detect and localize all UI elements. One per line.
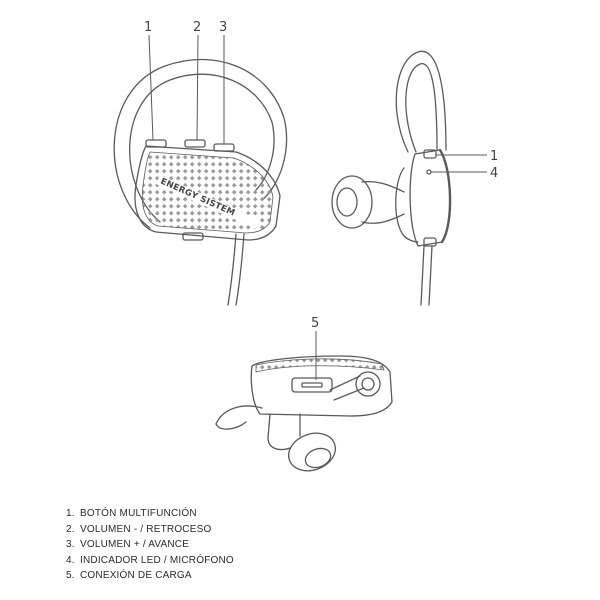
legend-item: 1. BOTÓN MULTIFUNCIÓN <box>66 506 234 522</box>
legend-item: 2. VOLUMEN - / RETROCESO <box>66 522 234 538</box>
callout-1-side: 1 <box>144 20 152 35</box>
legend-number: 5. <box>66 570 75 581</box>
side-view-leader-lines <box>148 34 225 144</box>
parts-legend: 1. BOTÓN MULTIFUNCIÓN 2. VOLUMEN - / RETRO… <box>66 506 234 584</box>
back-view-leader-lines <box>431 154 487 173</box>
legend-number: 1. <box>66 508 75 519</box>
legend-label: INDICADOR LED / MICRÓFONO <box>80 554 234 566</box>
legend-number: 2. <box>66 523 75 535</box>
legend-label: BOTÓN MULTIFUNCIÓN <box>80 508 197 519</box>
earphone-side-view <box>113 58 288 306</box>
callout-1-back: 1 <box>490 149 498 164</box>
legend-number: 3. <box>66 539 75 550</box>
callout-4-back: 4 <box>490 166 498 181</box>
legend-label: CONEXIÓN DE CARGA <box>80 570 192 581</box>
earphone-back-view <box>331 50 452 306</box>
legend-item: 3. VOLUMEN + / AVANCE <box>66 537 234 553</box>
earphone-bottom-view <box>215 355 393 472</box>
legend-label: VOLUMEN + / AVANCE <box>80 539 190 550</box>
callout-3-side: 3 <box>219 20 227 35</box>
callout-5-bottom: 5 <box>311 316 319 331</box>
legend-item: 5. CONEXIÓN DE CARGA <box>66 568 234 584</box>
callout-2-side: 2 <box>193 20 201 35</box>
legend-item: 4. INDICADOR LED / MICRÓFONO <box>66 553 234 569</box>
legend-label: VOLUMEN - / RETROCESO <box>80 523 212 535</box>
legend-number: 4. <box>66 554 75 566</box>
